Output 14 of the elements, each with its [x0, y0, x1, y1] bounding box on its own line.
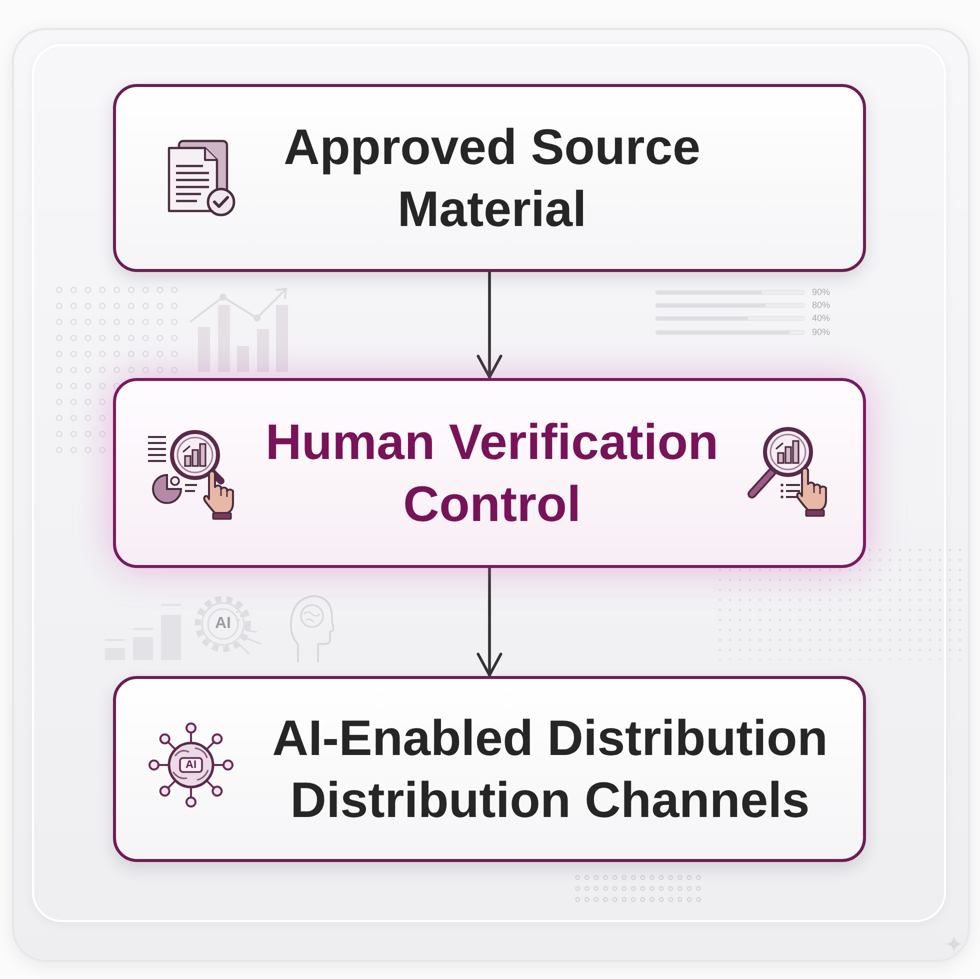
percent-label: 90%: [812, 286, 830, 298]
process-box: [113, 84, 866, 272]
arrow: [476, 272, 502, 379]
gear-label: AI: [215, 615, 231, 633]
step-title: AI-Enabled Distribution Distribution Channels: [271, 709, 829, 830]
arrow: [476, 568, 502, 677]
percent-label: 80%: [812, 299, 830, 311]
process-box: [113, 676, 866, 862]
step-title: Human Verification Control: [264, 413, 720, 534]
step-title: Approved Source Material: [282, 118, 702, 239]
process-box: [113, 378, 866, 568]
percent-label: 90%: [812, 326, 830, 338]
chip-label: AI: [186, 759, 196, 771]
percent-label: 40%: [812, 312, 830, 324]
